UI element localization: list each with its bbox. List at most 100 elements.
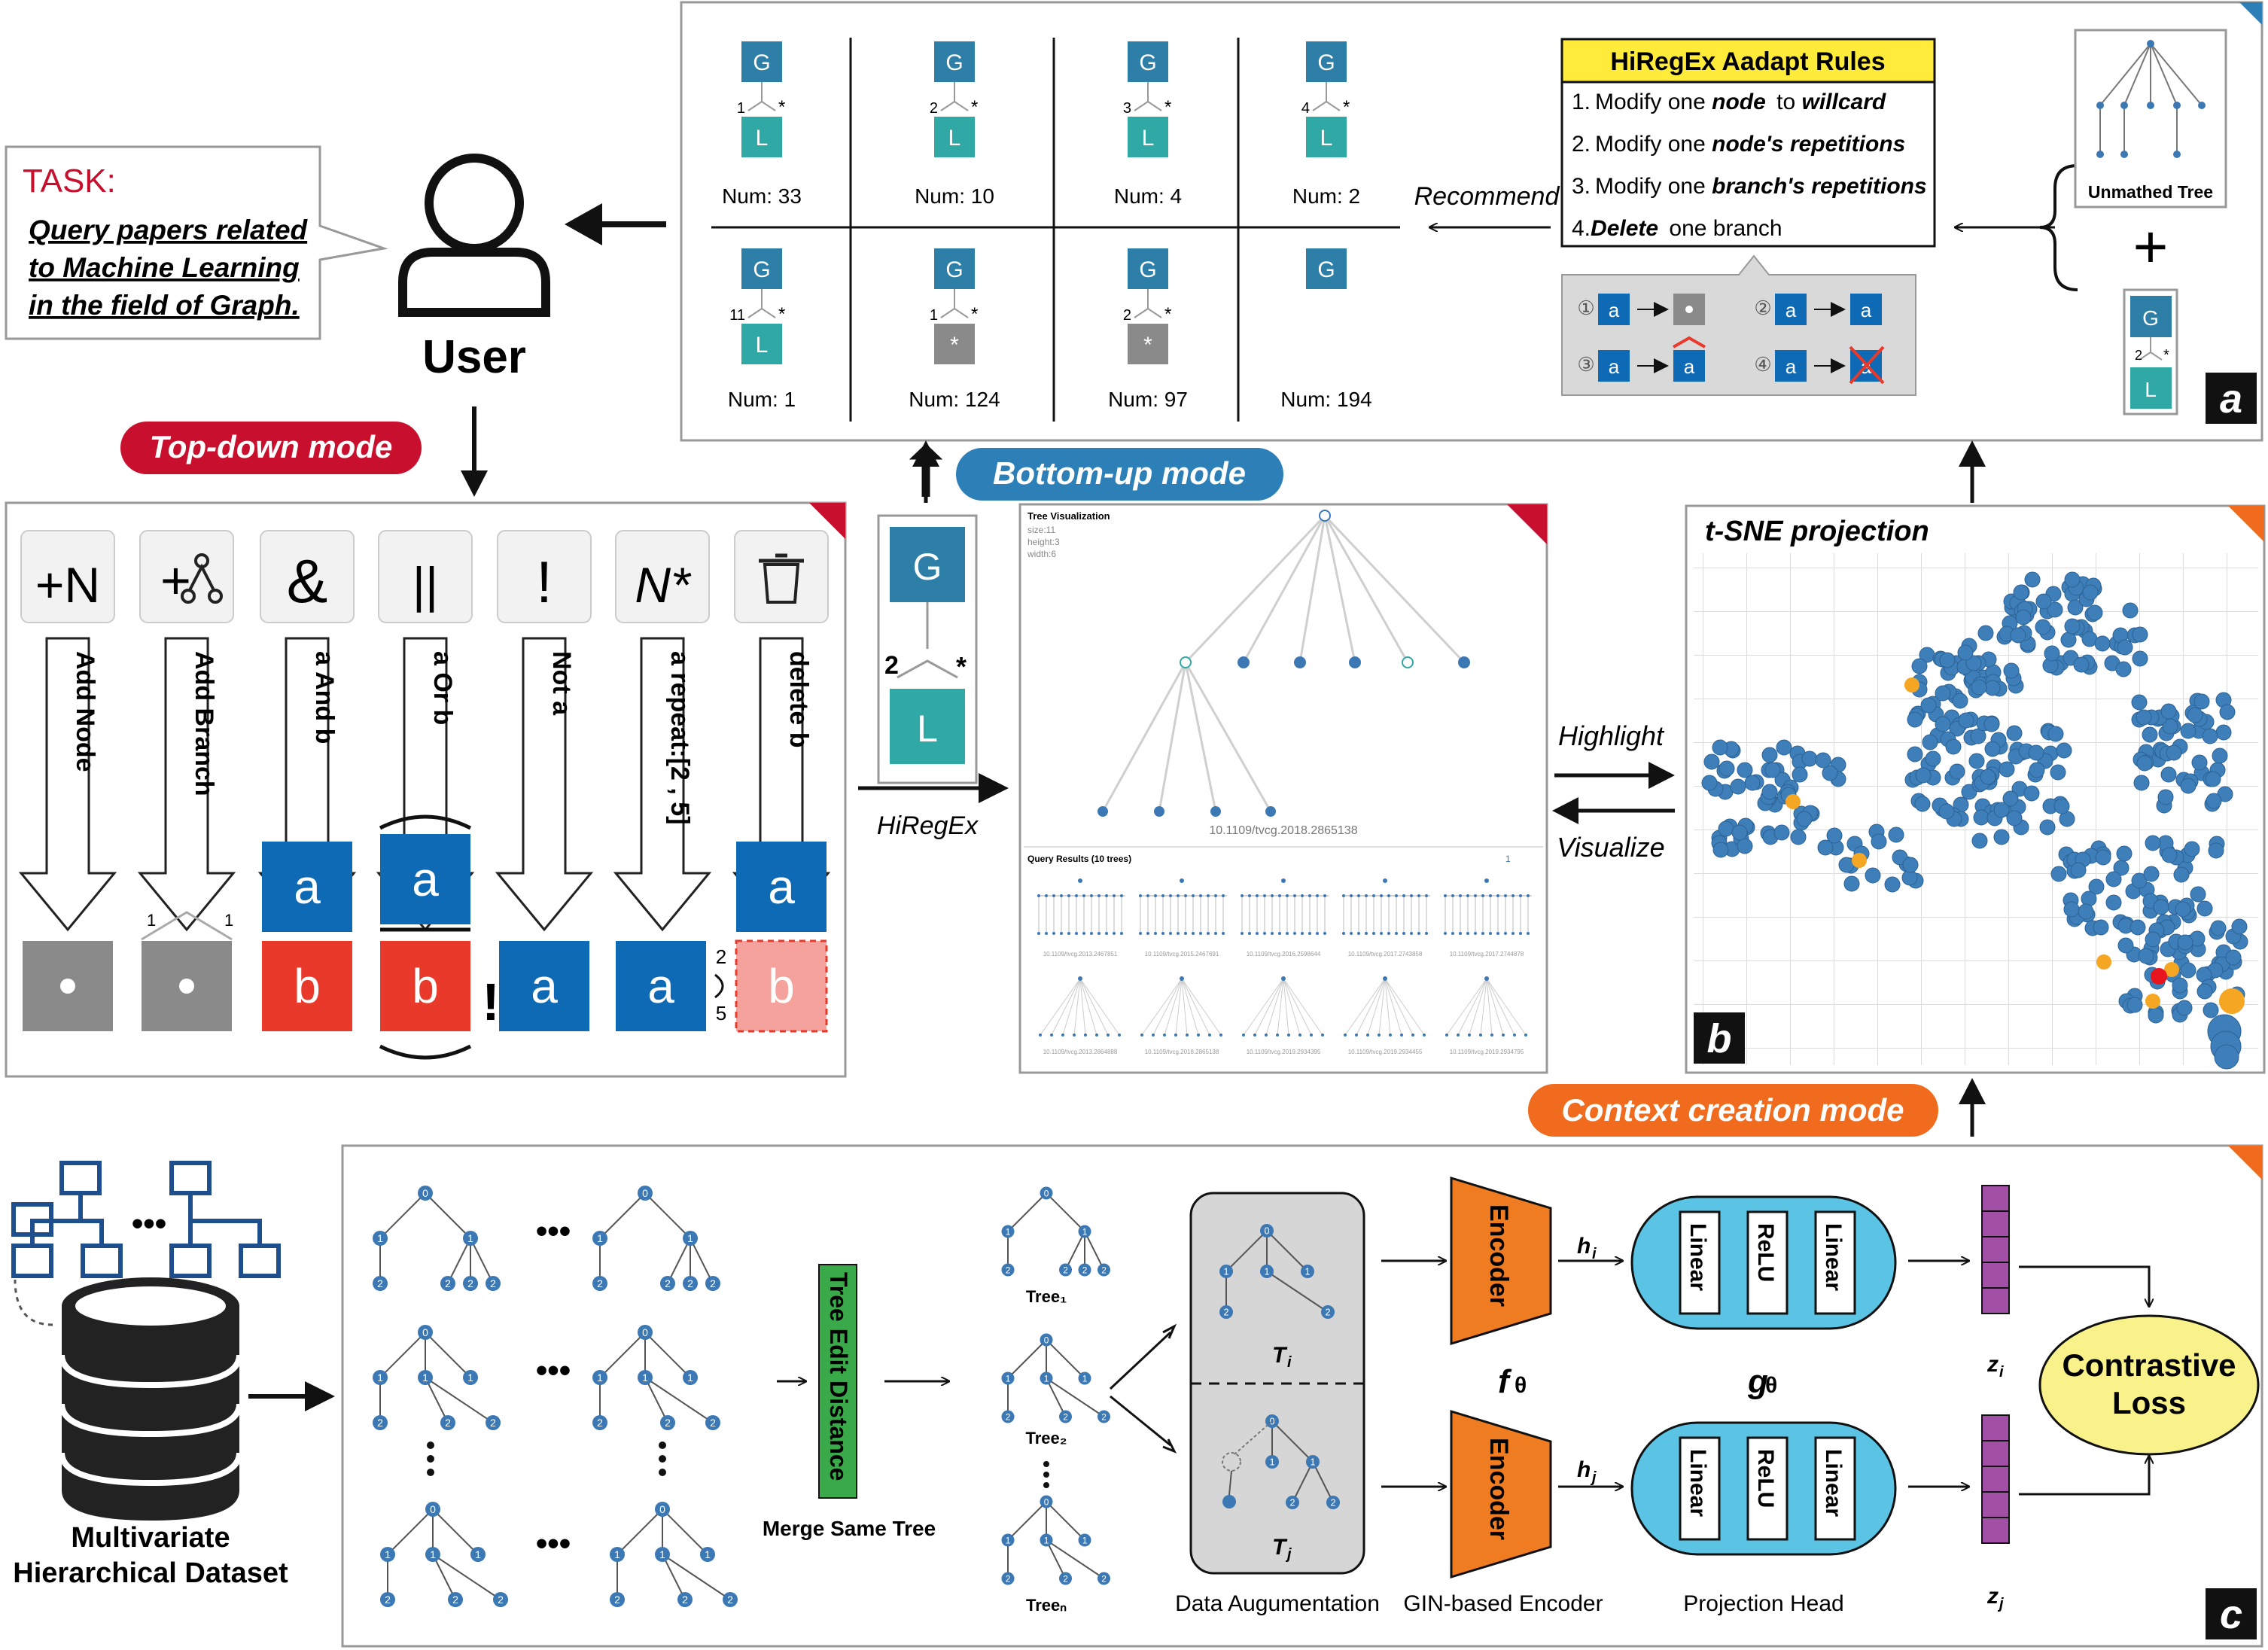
tree-node-label: 2 [1325, 1308, 1330, 1318]
tsne-point [2015, 609, 2032, 626]
svg-text:Query Results (10 trees): Query Results (10 trees) [1027, 854, 1131, 864]
thumb-node [1496, 932, 1499, 935]
tsne-point [2187, 707, 2203, 723]
thumb-node [1177, 932, 1180, 935]
cell-edge [1134, 100, 1162, 111]
recommend-label: Recommend [1414, 182, 1560, 211]
text: 10.1109/tvcg.2017.2743858 [1348, 951, 1423, 957]
svg-text:c: c [2220, 1592, 2242, 1637]
tree-node-label: 2 [597, 1417, 603, 1429]
tree-node-label: 1 [467, 1232, 473, 1244]
tsne-point [2117, 639, 2133, 656]
text: Linear [1821, 1223, 1846, 1291]
tsne-point [2138, 948, 2154, 964]
tree-node-label: 2 [1101, 1411, 1107, 1422]
svg-text:width:6: width:6 [1027, 549, 1056, 559]
thumb-node [1263, 932, 1266, 935]
tree-node-label: 2 [687, 1277, 693, 1289]
thumb-node [1208, 1034, 1211, 1037]
tsne-point [2180, 778, 2196, 794]
tsne-point [2003, 662, 2020, 679]
tsne-point [2035, 593, 2052, 610]
svg-text:2: 2 [884, 651, 899, 680]
thumb-edge [1367, 978, 1386, 1036]
tree-node-label: 1 [659, 1548, 665, 1560]
tsne-point [1730, 778, 1746, 795]
tree-edge [1323, 515, 1409, 663]
text: 10.1109/tvcg.2016.2598644 [1247, 951, 1321, 957]
tsne-point [2082, 584, 2099, 601]
cell-node-top [741, 41, 782, 82]
cell-node-top [741, 248, 782, 289]
thumb-node [1084, 1034, 1087, 1037]
text: 10.1109/tvcg.2018.2865138 [1145, 1049, 1219, 1055]
tsne-point [1935, 716, 1951, 732]
tree-node [1001, 1263, 1015, 1277]
tsne-point [1957, 644, 1974, 661]
text: G [753, 50, 770, 75]
tree-edge [425, 1192, 471, 1239]
tree-node-label: 1 [475, 1548, 481, 1560]
thumb-edge [1384, 978, 1402, 1036]
tree-node-label: 1 [1044, 1535, 1049, 1545]
tsne-point [1999, 761, 2015, 778]
tsne-point [1968, 753, 1985, 769]
thumb-node [1504, 932, 1507, 935]
highlight-label: Highlight [1558, 720, 1665, 751]
thumb-node [1423, 1034, 1426, 1037]
tree-node [1001, 1410, 1015, 1423]
tool-button [260, 530, 355, 623]
tree-edge [1323, 514, 1466, 664]
panel-b-title: t-SNE projection [1705, 516, 1929, 547]
svg-text:Merge Same Tree: Merge Same Tree [763, 1517, 936, 1540]
svg-text:size:11: size:11 [1027, 525, 1055, 535]
tree-edge [644, 1377, 714, 1423]
tsne-point [2115, 661, 2132, 677]
z-vector-cell [1981, 1236, 2010, 1263]
tsne-point [1920, 697, 1937, 714]
thumb-node [1199, 932, 1202, 935]
tsne-point [2206, 793, 2222, 809]
svg-text:j: j [1997, 1596, 2004, 1612]
cell-node-bottom [741, 324, 782, 364]
tsne-point [2047, 601, 2063, 618]
database-icon [14, 1277, 242, 1521]
tree-node [2173, 102, 2181, 109]
thumb-node [1308, 894, 1311, 897]
tree-edge [599, 1332, 646, 1378]
cell-node-bottom [1128, 117, 1168, 157]
text: * [1143, 333, 1152, 358]
thumb-node [1097, 932, 1101, 935]
tsne-point [1843, 875, 1860, 892]
tree-node-label: 1 [614, 1548, 620, 1560]
thumb-node [1169, 932, 1172, 935]
proj-layer-linear [1679, 1436, 1721, 1541]
thumb-node [1387, 932, 1390, 935]
svg-text:height:3: height:3 [1027, 537, 1060, 547]
tree-node [683, 1370, 698, 1385]
tsne-point [2145, 835, 2161, 851]
thumb-edge [1062, 978, 1081, 1036]
text: a [1609, 355, 1620, 378]
tree-node [1040, 1186, 1053, 1200]
tree-node-label: 0 [1044, 1496, 1049, 1507]
tree-node-label: 0 [430, 1503, 436, 1515]
thumb-edge [1469, 978, 1487, 1036]
svg-text:a: a [2220, 376, 2242, 422]
tsne-point [2136, 755, 2153, 772]
svg-text:Multivariate: Multivariate [71, 1522, 230, 1554]
tsne-point [1764, 762, 1781, 778]
branch-mark [1673, 336, 1706, 349]
thumb-edge [1486, 978, 1504, 1036]
thumb-node [1293, 932, 1296, 935]
tsne-point [1984, 680, 2001, 696]
thumb-node [1075, 894, 1078, 897]
task-bubble: TASK: Query papers related to Machine Le… [5, 145, 388, 340]
thumb-node [1248, 932, 1251, 935]
highlight-arrow [1648, 762, 1675, 789]
text: * [778, 97, 785, 117]
tsne-point [2145, 931, 2161, 948]
thumb-node [1451, 932, 1454, 935]
tsne-point [1737, 838, 1753, 854]
